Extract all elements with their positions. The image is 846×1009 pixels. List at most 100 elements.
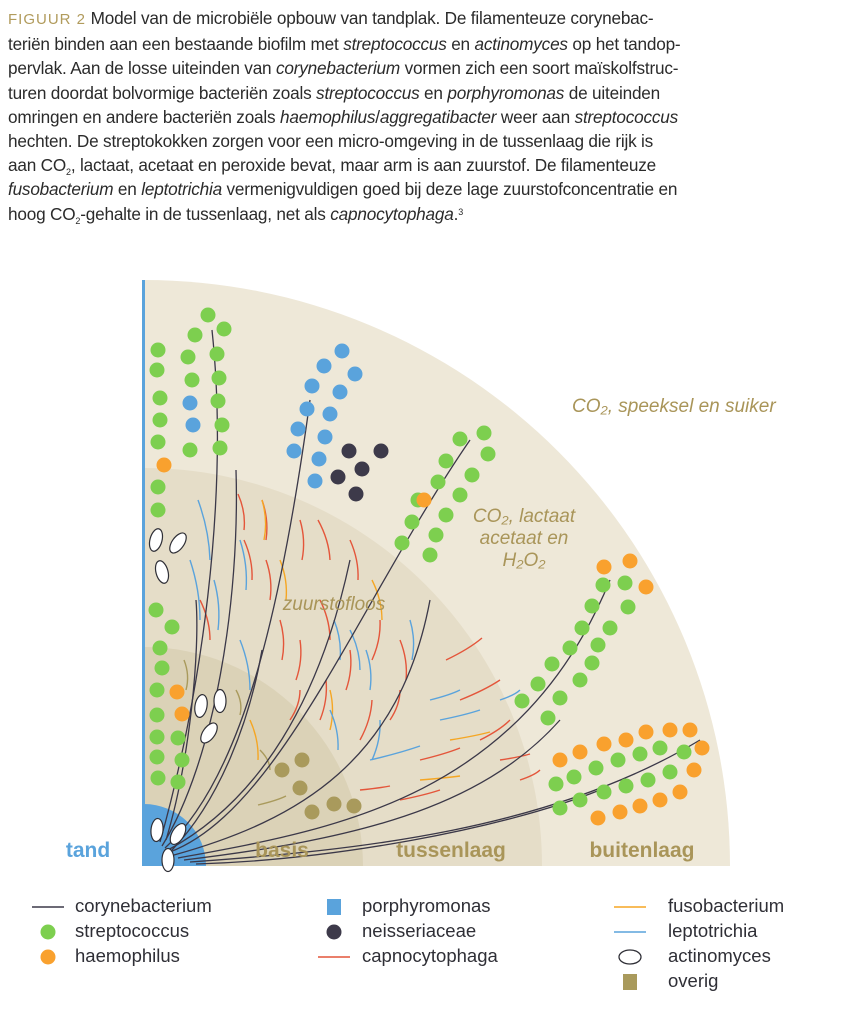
- caption-text: en: [446, 34, 475, 55]
- streptococcus-cell: [595, 577, 611, 593]
- actinomyces-cell: [200, 722, 218, 744]
- caption-text: vormen zich een soort maïskolfstruc-: [400, 58, 679, 79]
- streptococcus-cell: [652, 740, 668, 756]
- haemophilus-legend-icon: [40, 949, 56, 965]
- legend-label-overig: overig: [668, 970, 719, 991]
- streptococcus-cell: [152, 390, 168, 406]
- streptococcus-cell: [572, 672, 588, 688]
- streptococcus-cell: [210, 393, 226, 409]
- caption-text: en: [113, 179, 142, 200]
- capnocytophaga-filament: [345, 649, 352, 691]
- leptotrichia-filament: [239, 539, 248, 591]
- caption-line: fusobacterium en leptotrichia vermenigvu…: [8, 177, 843, 201]
- fusobacterium-filament: [329, 689, 334, 731]
- caption-text: leptotrichia: [141, 179, 222, 200]
- zone-label-middle-3: H₂O₂: [503, 550, 547, 571]
- overig-filament: [235, 689, 242, 716]
- streptococcus-cell: [148, 602, 164, 618]
- caption-text: streptococcus: [343, 34, 447, 55]
- leptotrichia-filament: [239, 639, 251, 691]
- overig-filament: [257, 795, 287, 806]
- porphyromonas-cell: [307, 473, 323, 489]
- caption-text: Model van de microbiële opbouw van tandp…: [86, 8, 654, 28]
- layer-label-outer: buitenlaag: [589, 839, 694, 862]
- streptococcus-cell: [530, 676, 546, 692]
- haemophilus-cell: [632, 798, 648, 814]
- caption-line: hechten. De streptokokken zorgen voor ee…: [8, 129, 843, 153]
- streptococcus-cell: [187, 327, 203, 343]
- neisseriaceae-cell: [354, 461, 370, 477]
- corynebacterium-filament: [165, 599, 198, 841]
- zone-label-middle-2: acetaat en: [480, 528, 569, 549]
- caption-text: aan CO: [8, 155, 67, 176]
- porphyromonas-cell: [304, 378, 320, 394]
- streptococcus-cell: [602, 620, 618, 636]
- caption-text: streptococcus: [574, 106, 679, 127]
- haemophilus-cell: [638, 579, 654, 595]
- caption-text: -gehalte in de tussenlaag, net als: [80, 203, 331, 224]
- caption-text: pervlak. Aan de losse uiteinden van: [8, 58, 276, 79]
- caption-text: /: [375, 106, 380, 127]
- fusobacterium-filament: [261, 499, 267, 541]
- streptococcus-cell: [584, 598, 600, 614]
- haemophilus-cell: [552, 752, 568, 768]
- caption-text: weer aan: [496, 106, 575, 127]
- streptococcus-cell: [452, 487, 468, 503]
- leptotrichia-filament: [213, 579, 220, 631]
- caption-text: 2: [66, 167, 71, 178]
- streptococcus-cell: [422, 547, 438, 563]
- streptococcus-cell: [552, 690, 568, 706]
- caption-text: corynebacterium: [275, 58, 401, 79]
- caption-line: omringen en andere bacteriën zoals haemo…: [8, 105, 843, 129]
- legend-label-actinomyces: actinomyces: [668, 945, 771, 966]
- porphyromonas-cell: [334, 343, 350, 359]
- streptococcus-cell: [211, 370, 227, 386]
- streptococcus-cell: [620, 599, 636, 615]
- haemophilus-cell: [672, 784, 688, 800]
- legend-label-corynebacterium: corynebacterium: [75, 895, 212, 916]
- streptococcus-cell: [154, 660, 170, 676]
- leptotrichia-filament: [371, 719, 381, 761]
- neisseriaceae-cell: [330, 469, 346, 485]
- porphyromonas-cell: [311, 451, 327, 467]
- caption-text: op het tandop-: [567, 34, 681, 55]
- streptococcus-cell: [540, 710, 556, 726]
- porphyromonas-cell: [332, 384, 348, 400]
- zone-label-anaerobic: zuurstofloos: [282, 594, 386, 615]
- caption-text: actinomyces: [474, 34, 569, 55]
- corynebacterium-filament: [177, 579, 611, 859]
- capnocytophaga-filament: [199, 599, 211, 641]
- streptococcus-cell: [184, 372, 200, 388]
- streptococcus-cell: [149, 729, 165, 745]
- streptococcus-cell: [548, 776, 564, 792]
- capnocytophaga-filament: [299, 519, 305, 561]
- streptococcus-cell: [164, 619, 180, 635]
- actinomyces-cell: [148, 528, 164, 552]
- caption-text: capnocytophaga: [330, 203, 454, 224]
- streptococcus-cell: [617, 575, 633, 591]
- overig-filament: [259, 749, 271, 771]
- fusobacterium-filament: [371, 579, 383, 621]
- overig-cell: [346, 798, 362, 814]
- streptococcus-cell: [618, 778, 634, 794]
- actinomyces-cell: [169, 532, 187, 554]
- streptococcus-cell: [182, 442, 198, 458]
- streptococcus-cell: [150, 479, 166, 495]
- streptococcus-cell: [596, 784, 612, 800]
- streptococcus-cell: [209, 346, 225, 362]
- streptococcus-cell: [174, 752, 190, 768]
- haemophilus-cell: [590, 810, 606, 826]
- streptococcus-cell: [610, 752, 626, 768]
- porphyromonas-cell: [322, 406, 338, 422]
- haemophilus-cell: [652, 792, 668, 808]
- haemophilus-cell: [622, 553, 638, 569]
- fusobacterium-filament: [449, 731, 491, 741]
- streptococcus-cell: [152, 640, 168, 656]
- porphyromonas-cell: [286, 443, 302, 459]
- caption-text: , lactaat, acetaat en peroxide bevat, ma…: [70, 155, 656, 176]
- capnocytophaga-filament: [419, 747, 461, 761]
- overig-cell: [326, 796, 342, 812]
- streptococcus-cell: [572, 792, 588, 808]
- tooth-edge: [142, 280, 145, 866]
- streptococcus-cell: [480, 446, 496, 462]
